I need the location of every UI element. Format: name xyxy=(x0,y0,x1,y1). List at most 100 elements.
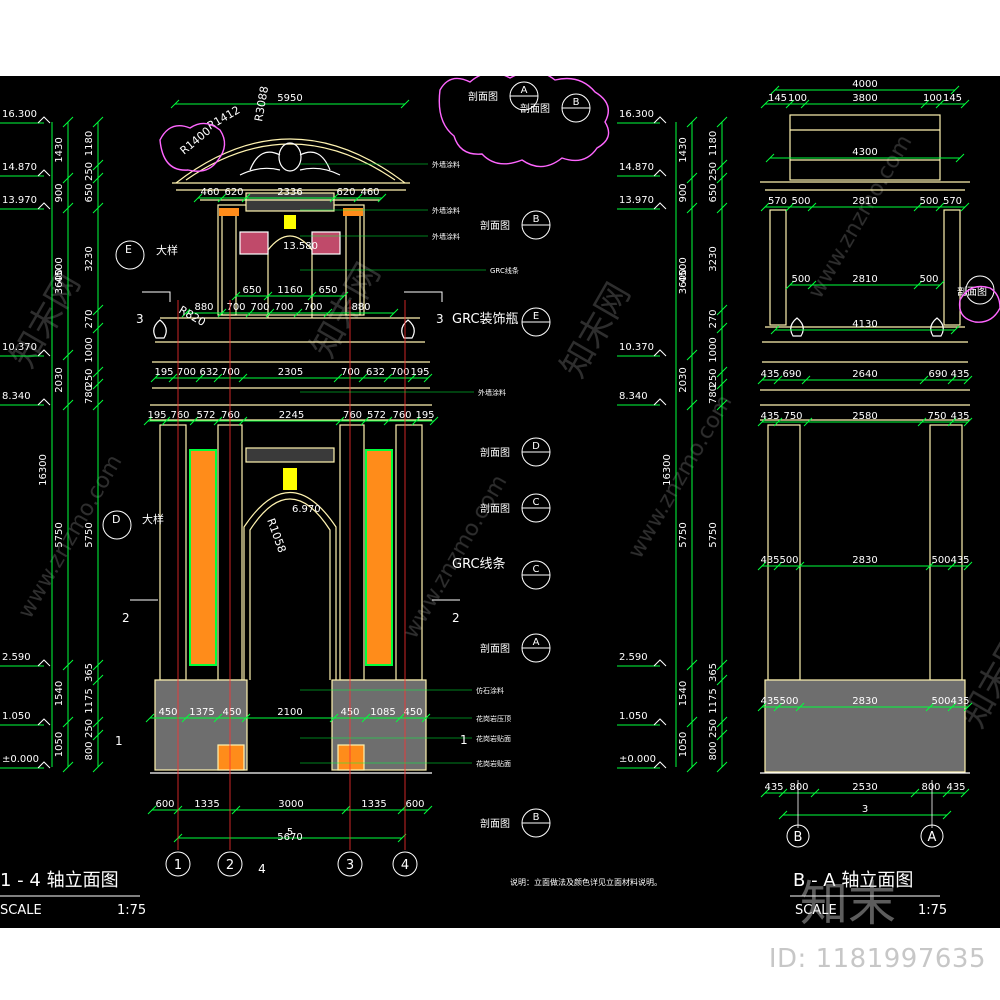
dimension-tick xyxy=(686,116,698,128)
axis-label: 1 xyxy=(174,858,182,873)
dimension-text: 145 xyxy=(943,93,962,104)
dimension-tick xyxy=(760,99,770,109)
callout-title: 剖面图 xyxy=(957,285,987,298)
dimension-text: 250 xyxy=(708,162,719,181)
dimension-tick xyxy=(947,375,957,385)
dimension-text: 250 xyxy=(708,719,719,738)
detail-label: 大样 xyxy=(156,243,178,257)
dimension-tick xyxy=(92,674,104,686)
dimension-text: 1000 xyxy=(708,337,719,362)
dimension-text: 600 xyxy=(155,799,174,810)
elevation-label: 2.590 xyxy=(619,652,648,663)
callout-title: 剖面图 xyxy=(480,817,510,830)
main-arch-opening xyxy=(249,498,331,680)
dimension-tick xyxy=(293,308,303,318)
radius-label: R1412 xyxy=(205,104,242,133)
dimension-tick xyxy=(307,291,317,301)
dimension-text: 690 xyxy=(782,369,801,380)
material-note: 外墙涂料 xyxy=(478,388,506,397)
dimension-text: 900 xyxy=(54,183,65,202)
dimension-text: 1160 xyxy=(277,285,302,296)
dimension-tick xyxy=(92,366,104,378)
dimension-text: 500 xyxy=(791,196,810,207)
dimension-text: 435 xyxy=(760,411,779,422)
elevation-label: 8.340 xyxy=(619,391,648,402)
dimension-tick xyxy=(801,375,811,385)
dimension-tick xyxy=(963,375,973,385)
elevation-symbol xyxy=(653,116,667,124)
side-upper-column xyxy=(943,209,961,326)
dimension-text: 760 xyxy=(392,410,411,421)
side-lower-column xyxy=(767,424,801,681)
dimension-tick xyxy=(217,193,227,203)
dimension-text: 500 xyxy=(919,196,938,207)
top-cap xyxy=(789,114,941,181)
dimension-text: 2640 xyxy=(852,369,877,380)
dimension-text: 1335 xyxy=(361,799,386,810)
dimension-text: 700 xyxy=(303,302,322,313)
dimension-tick xyxy=(716,716,728,728)
dimension-tick xyxy=(950,85,960,95)
dimension-tick xyxy=(935,202,945,212)
elevation-markers: 16.30014.87013.97010.3708.3402.5901.050±… xyxy=(617,109,667,769)
axis-label: 3 xyxy=(346,858,354,873)
dimension-tick xyxy=(773,561,783,571)
callout-title: 剖面图 xyxy=(468,90,498,103)
dimension-text: 700 xyxy=(177,367,196,378)
upper-column xyxy=(221,214,237,316)
dimension-text: 3600 xyxy=(54,269,65,294)
dimension-tick xyxy=(960,99,970,109)
grc-vase xyxy=(153,319,167,339)
dimension-text: 500 xyxy=(919,274,938,285)
dimension-text: 500 xyxy=(931,696,950,707)
dimension-tick xyxy=(383,373,393,383)
axis-label: B xyxy=(794,830,803,845)
dimension-tick xyxy=(389,308,399,318)
material-note: GRC线条 xyxy=(490,266,519,275)
elevation-label: 14.870 xyxy=(619,162,654,173)
axis-bubble xyxy=(217,851,243,877)
elevation-symbol xyxy=(653,761,667,769)
dimension-tick xyxy=(785,99,795,109)
dimension-tick xyxy=(765,153,775,163)
dimension-tick xyxy=(92,172,104,184)
dimension-tick xyxy=(213,713,223,723)
dimension-text: 195 xyxy=(410,367,429,378)
dimension-tick xyxy=(62,172,74,184)
dimension-tick xyxy=(341,805,351,815)
material-note: 仿石涂料 xyxy=(476,686,504,695)
dimension-text: 800 xyxy=(789,782,808,793)
revision-clouds xyxy=(159,70,1000,323)
dimension-text: 5750 xyxy=(708,522,719,547)
dimension-text: 2830 xyxy=(852,696,877,707)
image-id: ID: 1181997635 xyxy=(768,944,986,974)
dimension-text: 270 xyxy=(708,309,719,328)
detail-letter: D xyxy=(112,513,120,526)
dimension-text: 1085 xyxy=(370,707,395,718)
material-note: 外墙涂料 xyxy=(432,232,460,241)
dimension-text: 700 xyxy=(274,302,293,313)
dimension-tick xyxy=(757,417,767,427)
dimension-text: 600 xyxy=(405,799,424,810)
dimension-tick xyxy=(913,280,923,290)
detail-label: 大样 xyxy=(142,512,164,526)
dimension-tick xyxy=(92,116,104,128)
dimension-text: 100 xyxy=(923,93,942,104)
dimension-tick xyxy=(947,702,957,712)
dimension-tick xyxy=(716,674,728,686)
scale-label: SCALE xyxy=(795,903,837,918)
dimension-text: 3600 xyxy=(678,269,689,294)
dimension-tick xyxy=(757,561,767,571)
dimension-text: 690 xyxy=(928,369,947,380)
dimension-tick xyxy=(917,417,927,427)
dimension-text: 1050 xyxy=(54,732,65,757)
dimension-text: 3230 xyxy=(84,246,95,271)
dimension-tick xyxy=(935,280,945,290)
axis-label: 4 xyxy=(258,862,266,876)
dimension-text: 435 xyxy=(950,411,969,422)
scale-value: 1:75 xyxy=(117,903,146,918)
callout-title: 剖面图 xyxy=(520,102,550,115)
dimension-tick xyxy=(150,373,160,383)
dimension-text: 435 xyxy=(764,782,783,793)
